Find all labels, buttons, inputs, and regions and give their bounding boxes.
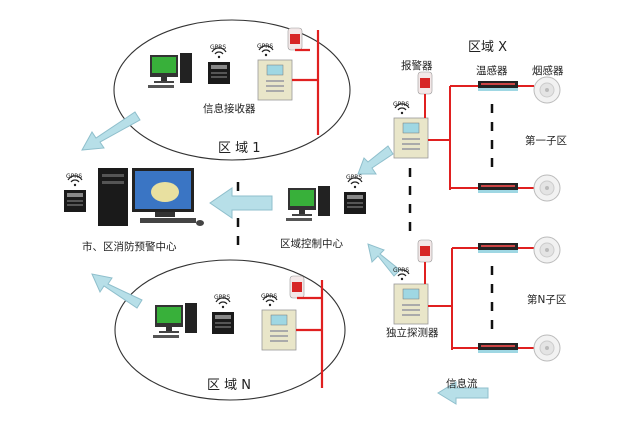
zoneN-gprs-box — [212, 312, 234, 334]
zone1-wire — [292, 30, 320, 135]
sub-zone-n-label: 第N子区 — [527, 294, 567, 306]
gprs-tag: GPRS — [393, 101, 410, 108]
zoneN-label: 区 域 N — [207, 378, 251, 393]
zoneN-ellipse — [114, 259, 346, 401]
zoneX-panel-upper — [393, 117, 429, 159]
zone-control-pc — [286, 186, 330, 221]
zone1-gprs-box — [208, 62, 230, 84]
zone1-label: 区 域 1 — [218, 141, 261, 156]
smoke-sensor — [533, 174, 561, 202]
standalone-detector-label: 独立探测器 — [386, 327, 439, 339]
gprs-tag: GPRS — [257, 43, 274, 50]
zoneN-alarm — [289, 275, 305, 299]
zoneX-wires-lower — [424, 247, 534, 350]
temp-sensor — [478, 343, 518, 353]
gprs-tag: GPRS — [393, 267, 410, 274]
smoke-sensor-label: 烟感器 — [532, 65, 564, 77]
info-flow-label: 信息流 — [446, 378, 478, 390]
sub-zone-1-label: 第一子区 — [525, 135, 567, 147]
temp-sensor — [478, 243, 518, 253]
arrow-zoneX-to-control-lower — [367, 243, 401, 277]
gprs-tag: GPRS — [210, 44, 227, 51]
zone1-computer — [148, 53, 192, 88]
city-gprs-box — [64, 190, 86, 212]
zoneN-panel — [261, 309, 297, 351]
city-tower-pc — [98, 168, 204, 226]
zone1-ellipse — [113, 19, 351, 161]
zoneN-wire — [296, 280, 324, 388]
zone1-alarm — [287, 27, 303, 51]
zone-control-label: 区域控制中心 — [280, 238, 343, 250]
smoke-sensor — [533, 236, 561, 264]
zoneX-label: 区域 X — [468, 40, 508, 55]
zoneX-alarm-lower — [417, 239, 433, 263]
gprs-tag: GPRS — [261, 293, 278, 300]
gprs-tag: GPRS — [66, 173, 83, 180]
smoke-sensor — [533, 76, 561, 104]
temp-sensor-label: 温感器 — [476, 65, 508, 77]
gprs-tag: GPRS — [346, 174, 363, 181]
info-receiver-label: 信息接收器 — [203, 103, 256, 115]
zoneX-panel-lower — [393, 283, 429, 325]
gprs-tag: GPRS — [214, 294, 231, 301]
city-center-label: 市、区消防预警中心 — [82, 241, 177, 253]
smoke-sensor — [533, 334, 561, 362]
alarm-label: 报警器 — [401, 60, 433, 72]
arrow-info-flow-legend — [437, 381, 489, 405]
temp-sensor — [478, 81, 518, 91]
zoneN-computer — [153, 303, 197, 338]
zone-control-gprs-box — [344, 192, 366, 214]
zoneX-wires-upper — [424, 85, 534, 190]
arrow-zoneX-to-control-upper — [357, 145, 394, 175]
zoneX-alarm — [417, 71, 433, 95]
arrow-zone1-to-city — [81, 111, 141, 151]
arrow-control-to-city — [209, 187, 273, 219]
arrow-zoneN-to-city — [91, 273, 143, 309]
zone1-panel — [257, 59, 293, 101]
temp-sensor — [478, 183, 518, 193]
